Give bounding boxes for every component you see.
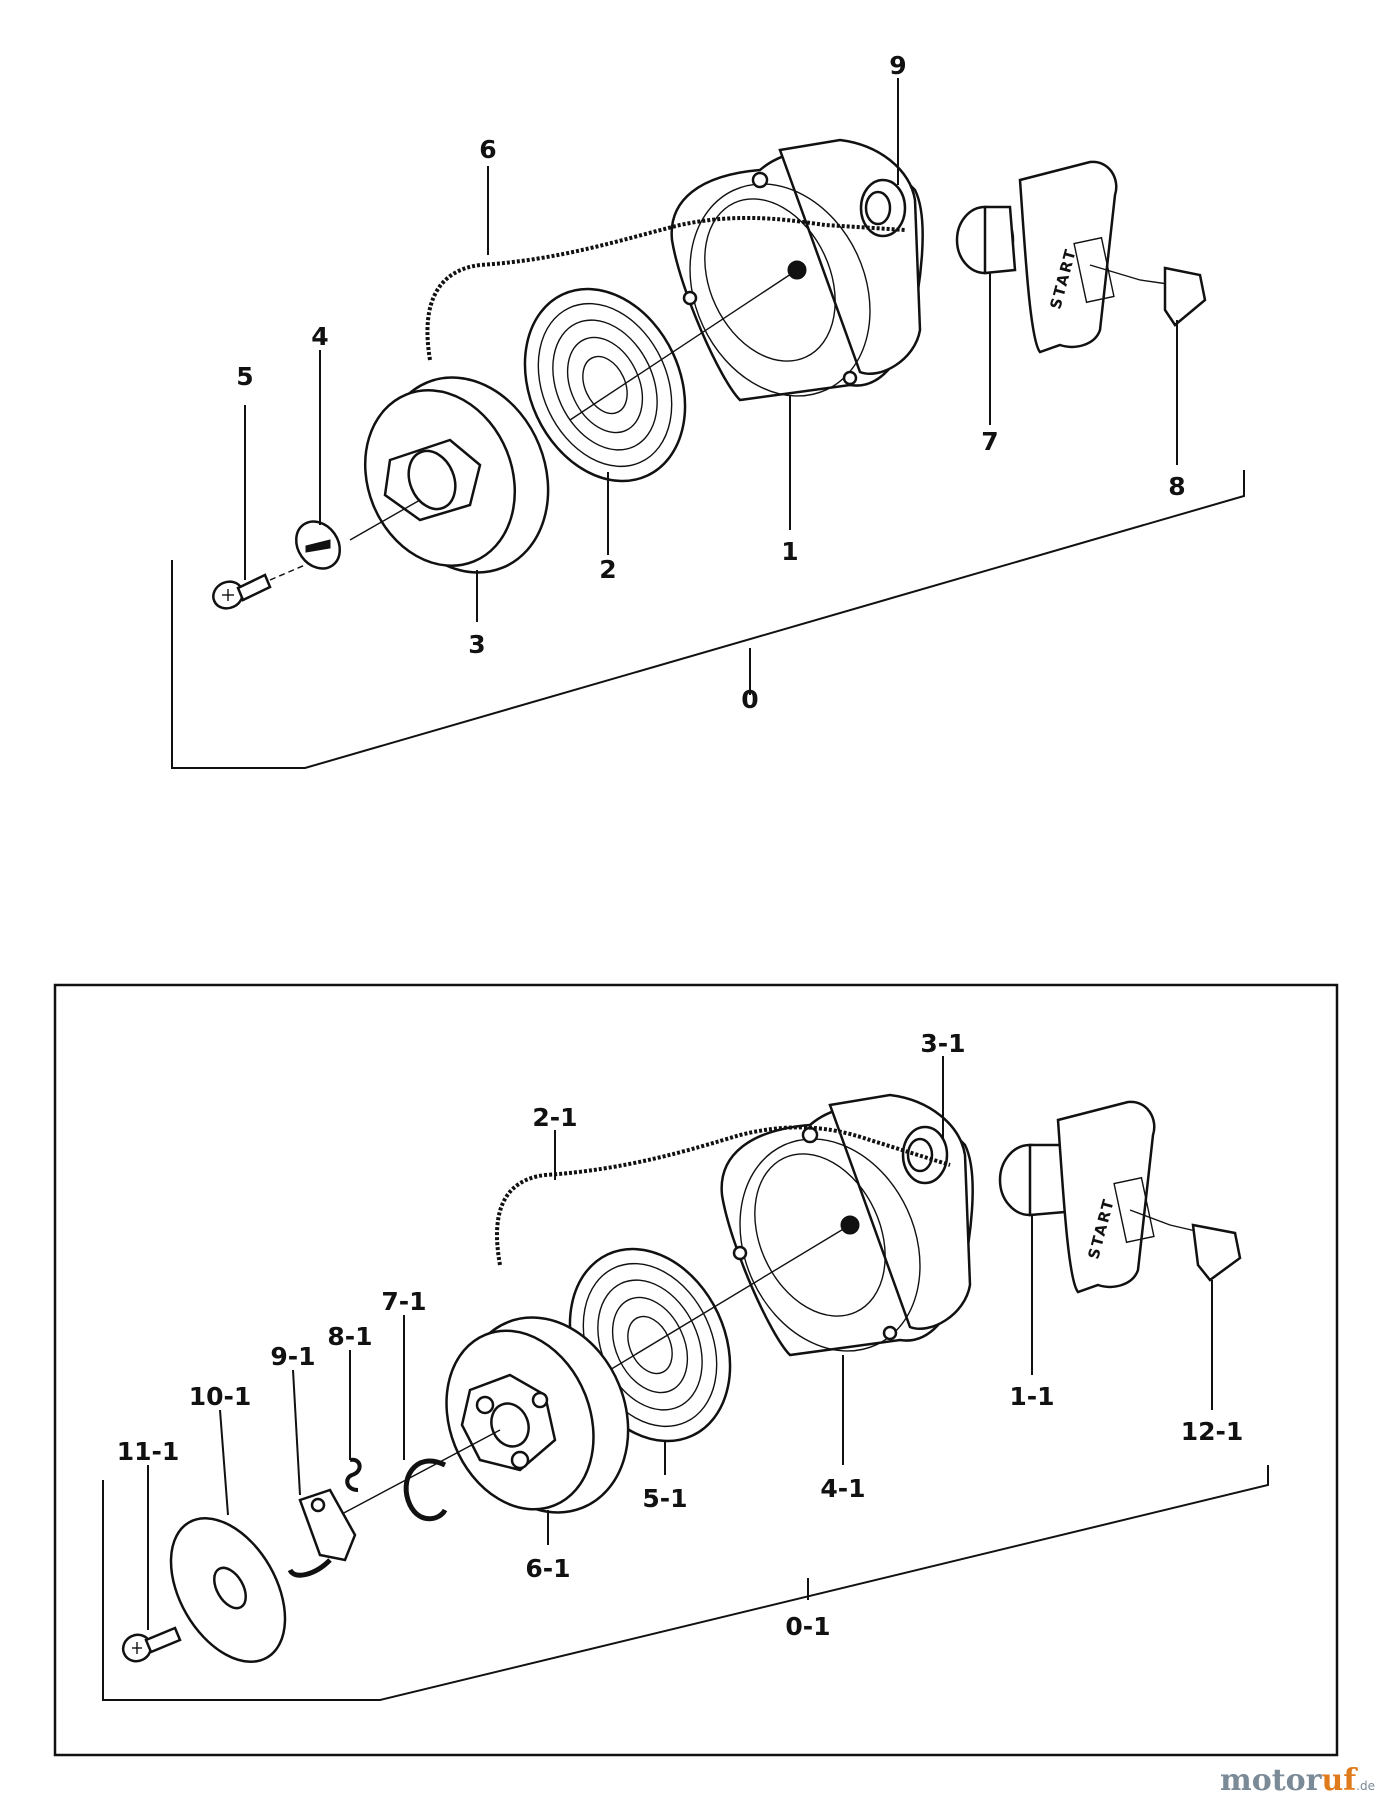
rope-part <box>425 215 906 361</box>
callout-8-1: 8-1 <box>327 1322 372 1351</box>
pawl-part <box>287 1488 357 1578</box>
callout-1-1: 1-1 <box>1009 1382 1054 1411</box>
diagram-2: START <box>53 983 1339 1757</box>
plate-part <box>169 1517 287 1663</box>
callout-0: 0 <box>741 685 758 714</box>
callout-6: 6 <box>479 135 496 164</box>
bushing-part-2 <box>901 1125 949 1185</box>
watermark-suffix: .de <box>1356 1779 1375 1793</box>
callout-4: 4 <box>311 322 328 351</box>
rope-guide-part <box>955 205 1017 275</box>
spring-part <box>523 287 687 483</box>
callout-5-1: 5-1 <box>642 1484 687 1513</box>
callout-9: 9 <box>889 51 906 80</box>
watermark-brand-part1: motor <box>1220 1763 1323 1798</box>
rope-guide-part-2 <box>998 1143 1067 1217</box>
stopper-part <box>1089 264 1207 327</box>
callout-3: 3 <box>468 630 485 659</box>
spring-clip-part <box>403 1458 448 1522</box>
callout-12-1: 12-1 <box>1181 1417 1244 1446</box>
diagram-frame <box>53 983 1339 1757</box>
watermark-brand: motoruf.de <box>1220 1763 1375 1798</box>
pawl-spring-part <box>345 1457 362 1492</box>
callout-7: 7 <box>981 427 998 456</box>
start-handle-2: START <box>1056 1100 1156 1294</box>
callout-3-1: 3-1 <box>920 1029 965 1058</box>
callout-4-1: 4-1 <box>820 1474 865 1503</box>
watermark: motoruf.de <box>1220 1763 1375 1798</box>
pulley-part-2 <box>445 1316 630 1514</box>
callout-0-1: 0-1 <box>785 1612 830 1641</box>
pulley-axis <box>349 499 421 541</box>
callout-11-1: 11-1 <box>117 1437 180 1466</box>
stopper-part-2 <box>1129 1209 1242 1282</box>
callout-6-1: 6-1 <box>525 1554 570 1583</box>
callout-10-1: 10-1 <box>189 1382 252 1411</box>
callout-9-1: 9-1 <box>270 1342 315 1371</box>
center-axis <box>569 267 801 421</box>
pulley-axis-2 <box>339 1429 501 1516</box>
callout-2: 2 <box>599 555 616 584</box>
callout-5: 5 <box>236 362 253 391</box>
pulley-part <box>363 376 550 574</box>
callout-2-1: 2-1 <box>532 1103 577 1132</box>
rope-part-2 <box>495 1125 951 1266</box>
watermark-brand-part2: uf <box>1321 1763 1358 1798</box>
washer-part <box>294 520 342 570</box>
bushing-part <box>859 178 907 238</box>
screw-part-2 <box>121 1626 182 1663</box>
start-handle: START <box>1018 160 1118 354</box>
assembly-bracket <box>171 470 1245 769</box>
callout-7-1: 7-1 <box>381 1287 426 1316</box>
assembly-bracket-2 <box>102 1465 1269 1701</box>
callout-1: 1 <box>781 537 798 566</box>
screw-part <box>212 573 272 610</box>
callout-8: 8 <box>1168 472 1185 501</box>
diagram-1: START <box>171 51 1245 769</box>
